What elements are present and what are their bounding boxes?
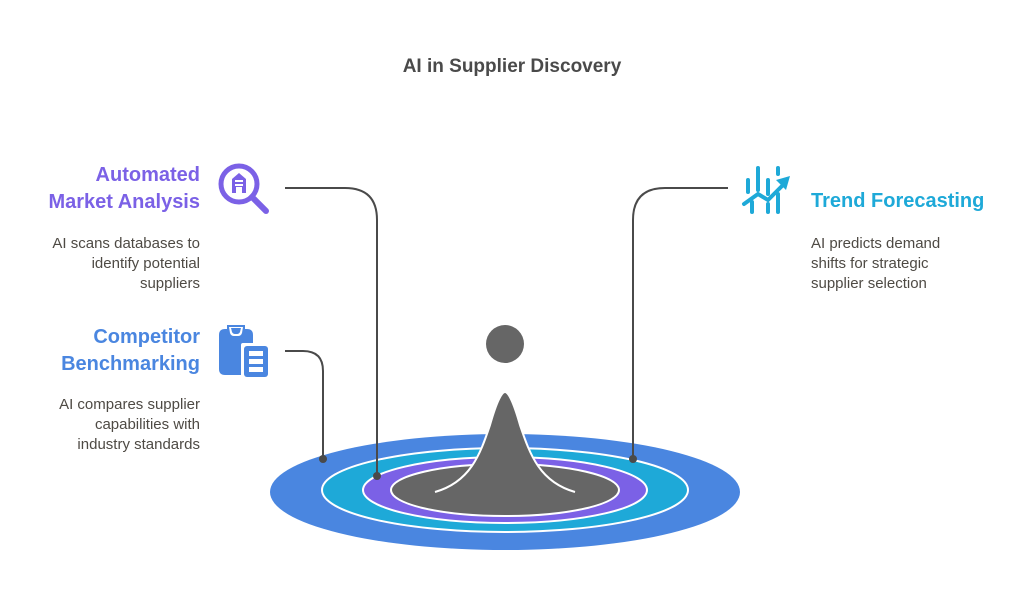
heading-trend-forecasting: Trend Forecasting [811, 190, 985, 212]
clipboard-list-icon [219, 325, 268, 377]
desc-trend-forecasting: AI predicts demand shifts for strategic … [811, 234, 1011, 294]
connector-market-analysis [285, 187, 378, 476]
heading-benchmarking: Competitor Benchmarking [0, 324, 200, 378]
heading-line: Competitor [93, 326, 200, 348]
trend-chart-icon [742, 166, 790, 214]
heading-line: Market Analysis [48, 191, 200, 213]
desc-line: supplier selection [811, 275, 927, 292]
desc-line: capabilities with [94, 416, 200, 433]
desc-line: shifts for strategic [811, 255, 929, 272]
connector-benchmarking [285, 350, 324, 459]
diagram-title: AI in Supplier Discovery [402, 56, 622, 77]
heading-line: Benchmarking [61, 353, 200, 375]
splash-peak [435, 392, 575, 492]
heading-market-analysis: Automated Market Analysis [0, 162, 200, 216]
desc-line: identify potential [91, 255, 200, 272]
desc-market-analysis: AI scans databases to identify potential… [0, 234, 200, 294]
desc-line: industry standards [77, 436, 200, 453]
desc-benchmarking: AI compares supplier capabilities with i… [0, 395, 200, 455]
magnifier-building-icon [218, 163, 269, 214]
desc-line: suppliers [139, 275, 200, 292]
desc-line: AI scans databases to [52, 235, 200, 252]
droplet [486, 325, 524, 363]
desc-line: AI predicts demand [811, 235, 941, 252]
connector-trend-forecasting [632, 187, 728, 459]
desc-line: AI compares supplier [59, 396, 200, 413]
heading-line: Automated [95, 164, 200, 186]
